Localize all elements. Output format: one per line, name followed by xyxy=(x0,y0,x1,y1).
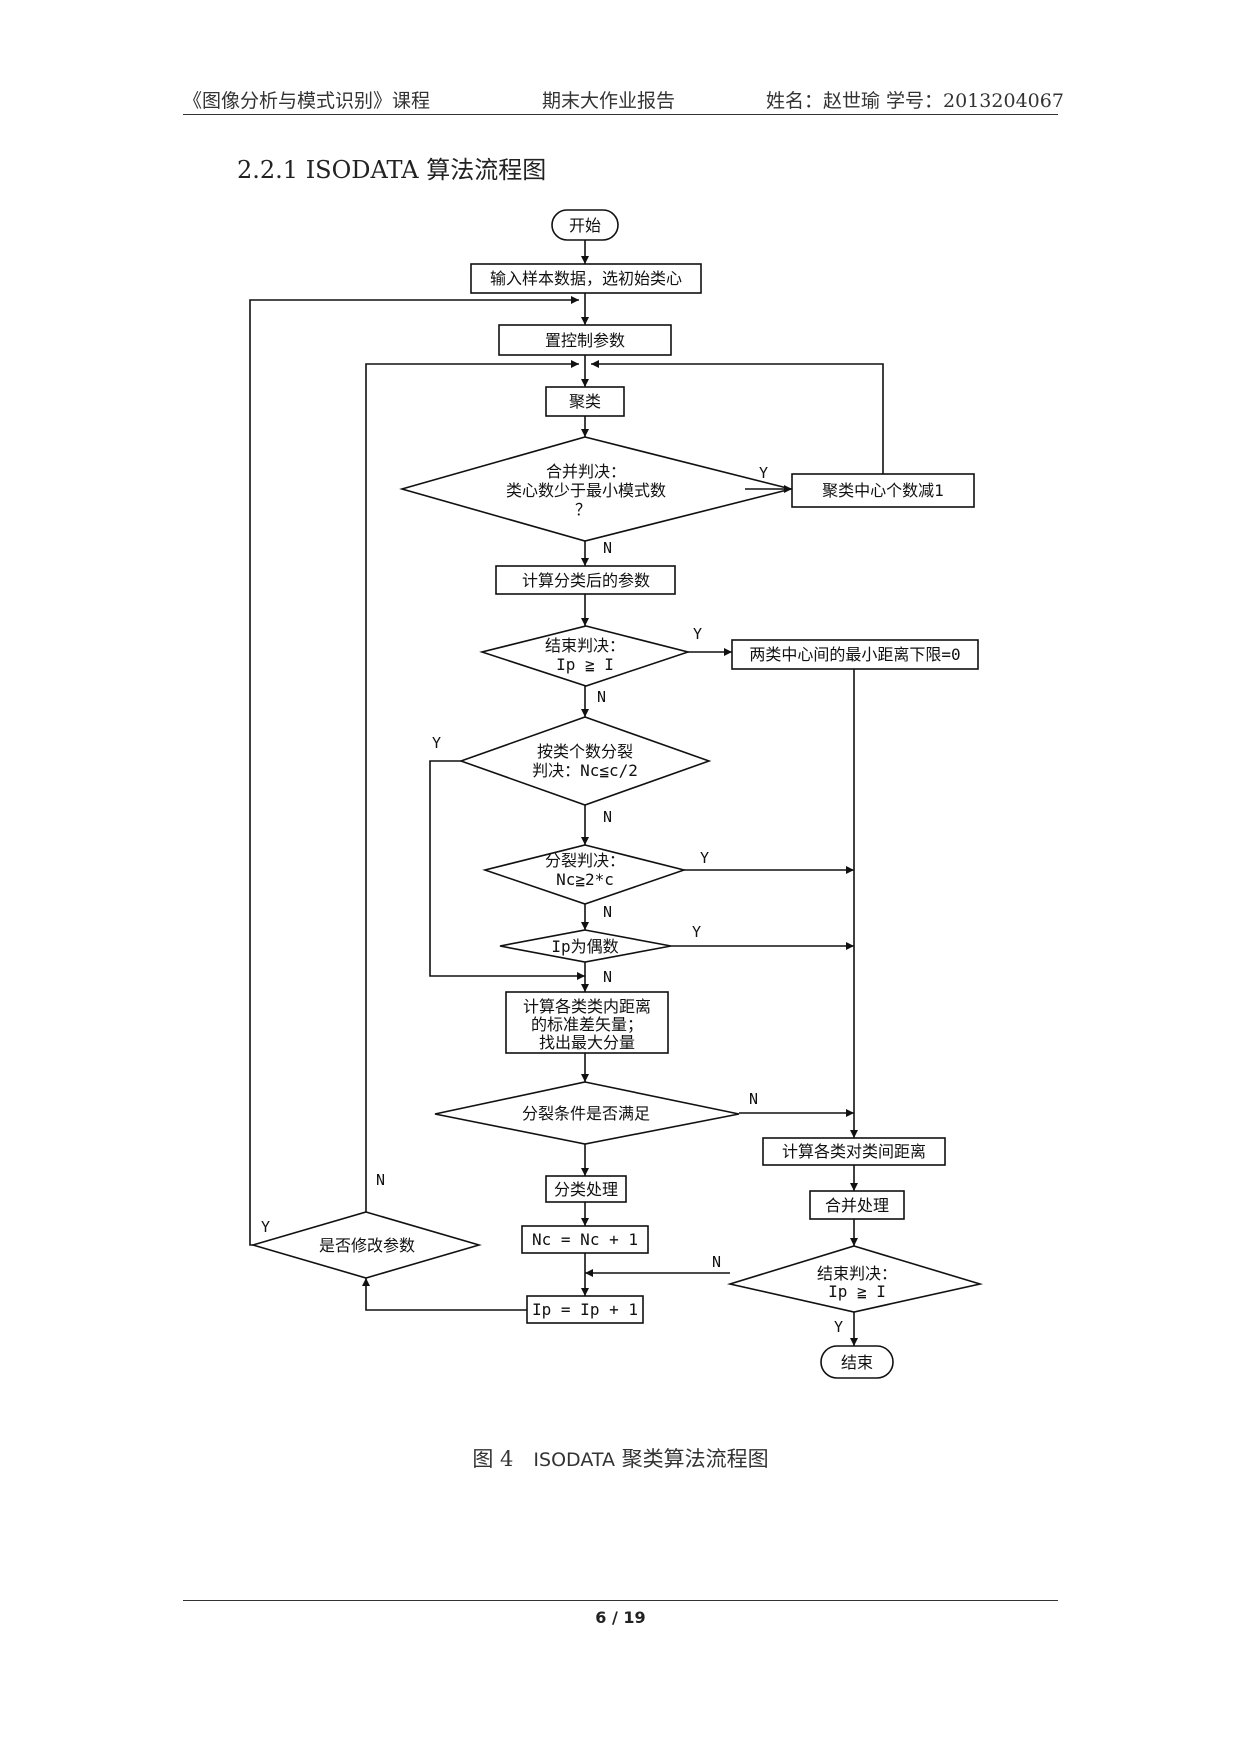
label-even-y: Y xyxy=(692,923,701,941)
header-course: 《图像分析与模式识别》课程 xyxy=(183,90,431,112)
nc-increment-text: Nc = Nc + 1 xyxy=(532,1230,638,1249)
split-line-1: 分裂判决： xyxy=(545,851,625,870)
label-merge-y: Y xyxy=(759,464,768,482)
label-modify-n: N xyxy=(376,1171,385,1189)
end2-line-2: Ip ≧ I xyxy=(828,1282,886,1301)
cluster-text: 聚类 xyxy=(569,392,601,411)
std-line-3: 找出最大分量 xyxy=(539,1033,635,1052)
compute-std-box xyxy=(505,991,669,1054)
input-box xyxy=(470,263,702,294)
edge-reduce-back xyxy=(591,360,884,474)
input-text: 输入样本数据，选初始类心 xyxy=(490,269,682,288)
header-author: 姓名：赵世瑜 学号：2013204067 xyxy=(766,90,1064,112)
end2-line-1: 结束判决： xyxy=(817,1264,897,1283)
split-process-text: 分类处理 xyxy=(554,1180,618,1199)
label-even-n: N xyxy=(603,968,612,986)
footer-rule xyxy=(183,1600,1058,1601)
reduce-centers-text: 聚类中心个数减1 xyxy=(822,481,944,500)
label-split-n: N xyxy=(603,903,612,921)
end-decision-1-diamond xyxy=(479,625,691,687)
split-process-box xyxy=(545,1175,627,1203)
end1-line-2: Ip ≧ I xyxy=(556,655,614,674)
compute-interclass-text: 计算各类对类间距离 xyxy=(782,1142,926,1161)
figure-caption: 图 4 ISODATA 聚类算法流程图 xyxy=(0,1443,1241,1473)
merge-process-text: 合并处理 xyxy=(825,1196,889,1215)
header-report: 期末大作业报告 xyxy=(542,90,676,112)
label-condition-n: N xyxy=(749,1090,758,1108)
edge-modify-no xyxy=(365,360,579,1212)
edge-count-yes xyxy=(429,760,585,980)
start-text: 开始 xyxy=(569,216,601,235)
count-line-1: 按类个数分裂 xyxy=(537,742,633,761)
label-end1-y: Y xyxy=(693,625,702,643)
edge-ip-modify xyxy=(362,1278,527,1311)
min-dist-zero-text: 两类中心间的最小距离下限=0 xyxy=(749,645,960,664)
label-end2-y: Y xyxy=(834,1318,843,1336)
compute-params-text: 计算分类后的参数 xyxy=(522,571,650,590)
ip-increment-text: Ip = Ip + 1 xyxy=(532,1300,638,1319)
end-terminal xyxy=(820,1345,894,1379)
label-end2-n: N xyxy=(712,1253,721,1271)
ip-even-text: Ip为偶数 xyxy=(551,937,618,956)
label-end1-n: N xyxy=(597,688,606,706)
caption-suffix: 聚类算法流程图 xyxy=(621,1447,769,1471)
end-text: 结束 xyxy=(841,1353,873,1372)
set-params-text: 置控制参数 xyxy=(545,331,625,350)
min-dist-zero-box xyxy=(731,639,979,670)
std-line-1: 计算各类类内距离 xyxy=(523,997,651,1016)
modify-params-text: 是否修改参数 xyxy=(319,1236,415,1255)
page-number: 6 / 19 xyxy=(595,1608,646,1627)
std-line-2: 的标准差矢量； xyxy=(531,1015,643,1034)
label-count-y: Y xyxy=(432,734,441,752)
merge-process-box xyxy=(809,1190,905,1220)
header-rule xyxy=(183,114,1058,115)
count-line-2: 判决：Nc≦c/2 xyxy=(532,761,638,780)
merge-line-1: 合并判决： xyxy=(546,462,626,481)
label-merge-n: N xyxy=(603,539,612,557)
caption-name: ISODATA xyxy=(533,1449,615,1471)
merge-line-3: ？ xyxy=(575,500,591,519)
section-title: 2.2.1 ISODATA 算法流程图 xyxy=(237,156,547,184)
merge-line-2: 类心数少于最小模式数 xyxy=(506,481,666,500)
split-condition-text: 分裂条件是否满足 xyxy=(522,1104,650,1123)
label-split-y: Y xyxy=(700,849,709,867)
split-line-2: Nc≧2*c xyxy=(556,870,614,889)
edge-modify-yes xyxy=(249,296,579,1246)
caption-prefix: 图 4 xyxy=(472,1447,514,1471)
label-count-n: N xyxy=(603,808,612,826)
label-modify-y: Y xyxy=(261,1218,270,1236)
end1-line-1: 结束判决： xyxy=(545,636,625,655)
